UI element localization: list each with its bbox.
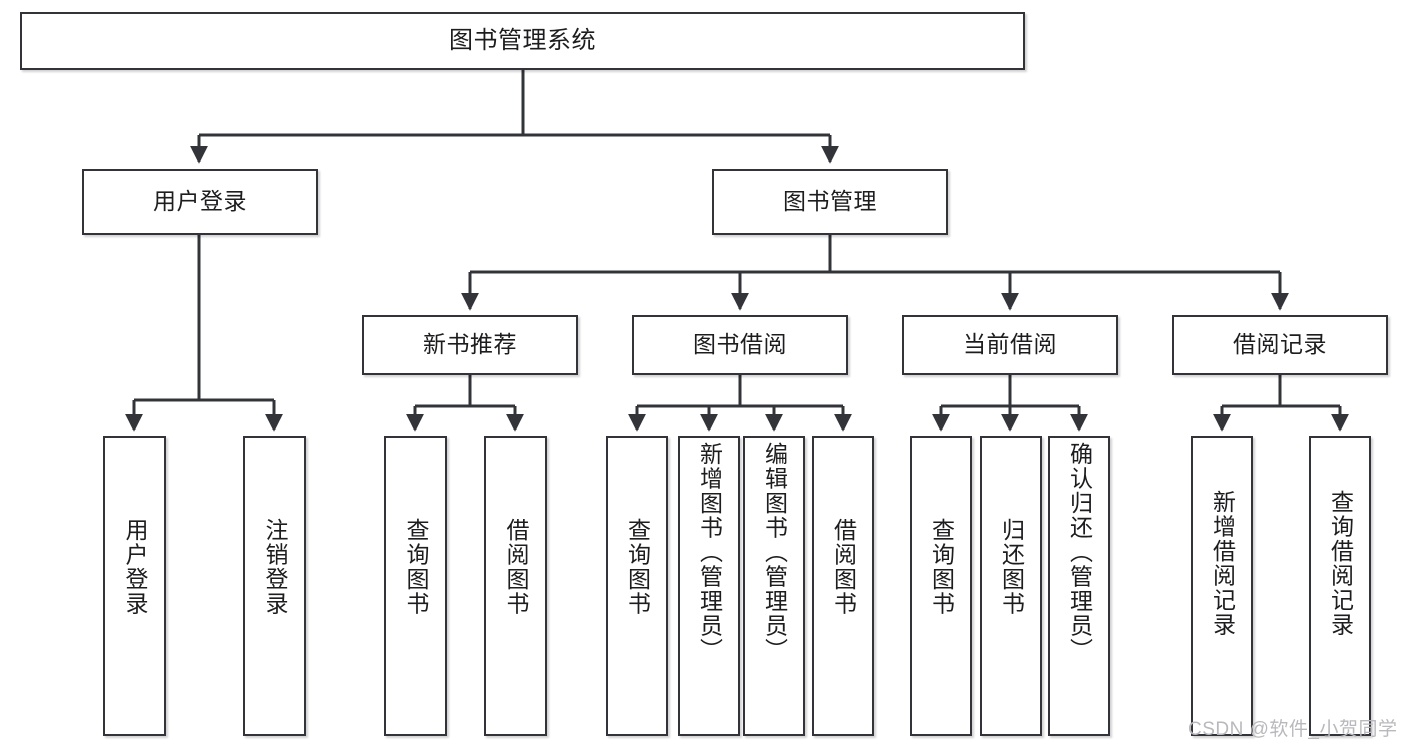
node-leaf-label: 新增借阅记录 bbox=[1209, 490, 1236, 637]
node-leaf-label: 查询图书 bbox=[403, 518, 429, 616]
node-user-login[interactable]: 用户登录 bbox=[82, 169, 318, 235]
node-leaf-label: 归还图书 bbox=[998, 518, 1025, 616]
node-borrow-record[interactable]: 借阅记录 bbox=[1172, 315, 1388, 375]
node-root-label: 图书管理系统 bbox=[449, 26, 596, 54]
node-leaf-label: 查询图书 bbox=[624, 518, 651, 616]
node-book-manage-label: 图书管理 bbox=[783, 188, 877, 215]
node-leaf-user-login-login[interactable]: 用户登录 bbox=[103, 436, 166, 736]
node-root[interactable]: 图书管理系统 bbox=[20, 12, 1025, 70]
node-leaf-label: 注销登录 bbox=[262, 518, 288, 616]
node-user-login-label: 用户登录 bbox=[153, 188, 247, 215]
csdn-watermark: CSDN @软件_小贺同学 bbox=[1188, 719, 1398, 740]
node-leaf-current-borrow-return[interactable]: 归还图书 bbox=[980, 436, 1042, 736]
node-leaf-book-borrow-query[interactable]: 查询图书 bbox=[606, 436, 668, 736]
node-book-manage[interactable]: 图书管理 bbox=[712, 169, 948, 235]
node-borrow-record-label: 借阅记录 bbox=[1233, 331, 1327, 358]
node-leaf-new-book-borrow[interactable]: 借阅图书 bbox=[484, 436, 547, 736]
node-leaf-label: 查询借阅记录 bbox=[1327, 490, 1354, 637]
node-book-borrow[interactable]: 图书借阅 bbox=[632, 315, 848, 375]
node-current-borrow-label: 当前借阅 bbox=[963, 331, 1057, 358]
node-leaf-label: 编辑图书（管理员） bbox=[761, 442, 788, 663]
node-new-book-recommend[interactable]: 新书推荐 bbox=[362, 315, 578, 375]
node-leaf-label: 借阅图书 bbox=[830, 518, 857, 616]
node-leaf-current-borrow-query[interactable]: 查询图书 bbox=[910, 436, 972, 736]
node-leaf-book-borrow-edit[interactable]: 编辑图书（管理员） bbox=[743, 436, 805, 736]
node-leaf-label: 用户登录 bbox=[122, 518, 148, 616]
node-leaf-label: 新增图书（管理员） bbox=[696, 442, 723, 663]
node-leaf-borrow-record-query[interactable]: 查询借阅记录 bbox=[1309, 436, 1371, 736]
node-leaf-label: 查询图书 bbox=[928, 518, 955, 616]
node-leaf-new-book-query[interactable]: 查询图书 bbox=[384, 436, 447, 736]
node-book-borrow-label: 图书借阅 bbox=[693, 331, 787, 358]
node-current-borrow[interactable]: 当前借阅 bbox=[902, 315, 1118, 375]
node-new-book-recommend-label: 新书推荐 bbox=[423, 331, 517, 358]
node-leaf-label: 确认归还（管理员） bbox=[1066, 442, 1093, 663]
node-leaf-book-borrow-borrow[interactable]: 借阅图书 bbox=[812, 436, 874, 736]
node-leaf-current-borrow-confirm[interactable]: 确认归还（管理员） bbox=[1048, 436, 1110, 736]
node-leaf-label: 借阅图书 bbox=[503, 518, 529, 616]
node-leaf-user-login-logout[interactable]: 注销登录 bbox=[243, 436, 306, 736]
node-leaf-borrow-record-add[interactable]: 新增借阅记录 bbox=[1191, 436, 1253, 736]
node-leaf-book-borrow-add[interactable]: 新增图书（管理员） bbox=[678, 436, 740, 736]
